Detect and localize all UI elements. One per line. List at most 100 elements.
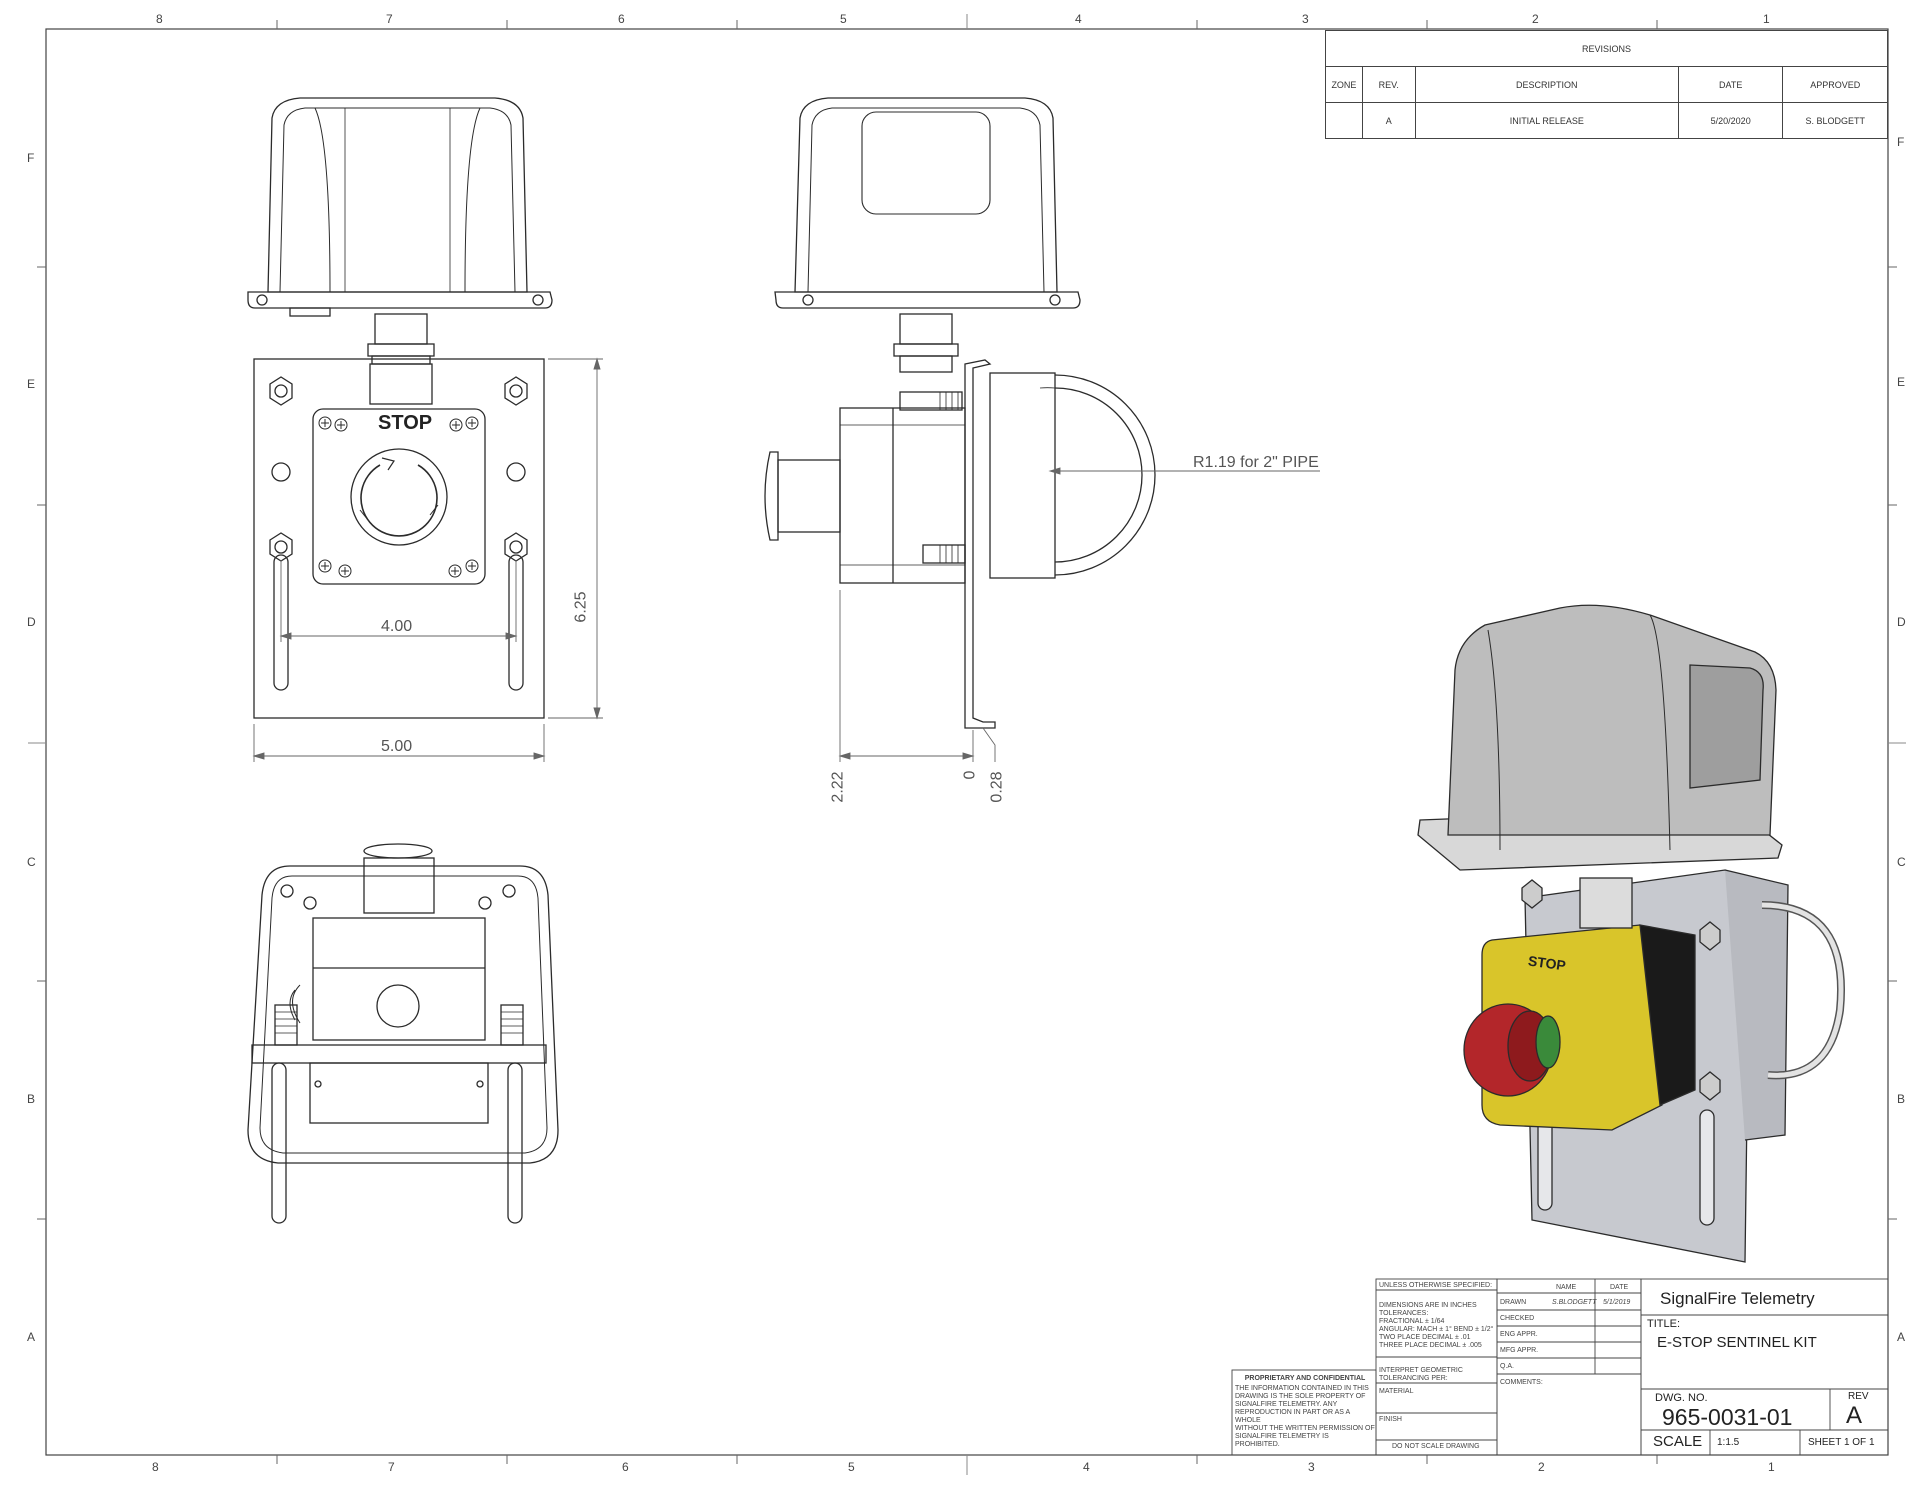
rev-header-description: DESCRIPTION xyxy=(1414,66,1679,103)
tb-rev-label: REV xyxy=(1848,1391,1869,1402)
dim-side-zero: 0 xyxy=(961,770,979,780)
tb-interpret: INTERPRET GEOMETRIC TOLERANCING PER: xyxy=(1379,1367,1463,1383)
tb-company: SignalFire Telemetry xyxy=(1660,1289,1815,1308)
tb-dim-line: TOLERANCES: xyxy=(1379,1310,1429,1317)
tb-scale-label: SCALE xyxy=(1653,1433,1703,1450)
zone-col-bottom-4: 4 xyxy=(1083,1460,1090,1474)
side-view xyxy=(764,97,1320,762)
tb-unless: UNLESS OTHERWISE SPECIFIED: xyxy=(1379,1282,1493,1289)
zone-col-bottom-1: 1 xyxy=(1768,1460,1775,1474)
tb-title: E-STOP SENTINEL KIT xyxy=(1657,1334,1817,1351)
zone-col-top-8: 8 xyxy=(156,12,163,26)
tb-role-checked: CHECKED xyxy=(1500,1315,1535,1322)
tb-role-drawn: DRAWN xyxy=(1500,1299,1527,1306)
tb-proprietary-line: WITHOUT THE WRITTEN PERMISSION OF xyxy=(1235,1425,1375,1432)
zone-col-bottom-8: 8 xyxy=(152,1460,159,1474)
tb-rev: A xyxy=(1846,1402,1863,1429)
tb-proprietary-line: PROHIBITED. xyxy=(1235,1441,1280,1448)
tb-role-qa: Q.A. xyxy=(1500,1363,1515,1370)
rev-header-approved: APPROVED xyxy=(1782,66,1888,103)
tb-dim-line: ANGULAR: MACH ± 1° BEND ± 1/2° xyxy=(1379,1326,1494,1333)
tb-dim-line: FRACTIONAL ± 1/64 xyxy=(1379,1318,1445,1325)
front-stop-label: STOP xyxy=(378,412,433,434)
side-dimensions xyxy=(838,467,1320,762)
dim-side-offset: 0.28 xyxy=(988,771,1006,803)
zone-row-right-C: C xyxy=(1897,855,1906,869)
zone-col-bottom-6: 6 xyxy=(622,1460,629,1474)
front-bracket-plate xyxy=(253,358,545,719)
revisions-table: REVISIONS ZONE REV. DESCRIPTION DATE APP… xyxy=(1325,30,1888,139)
rev-rev: A xyxy=(1361,102,1416,139)
tb-interpret-line: INTERPRET GEOMETRIC xyxy=(1379,1367,1463,1374)
zone-ticks xyxy=(28,14,1906,1475)
tb-drawn-name: S.BLODGETT xyxy=(1552,1299,1597,1306)
tb-proprietary-line: SIGNALFIRE TELEMETRY IS xyxy=(1235,1433,1329,1440)
dim-front-width: 5.00 xyxy=(381,738,413,755)
tb-title-label: TITLE: xyxy=(1647,1318,1681,1330)
dim-front-holes: 4.00 xyxy=(381,618,413,635)
tb-dim-line: TWO PLACE DECIMAL ± .01 xyxy=(1379,1334,1471,1341)
rev-approved: S. BLODGETT xyxy=(1782,102,1888,139)
tb-proprietary-line: THE INFORMATION CONTAINED IN THIS xyxy=(1235,1385,1369,1392)
zone-col-top-7: 7 xyxy=(386,12,393,26)
zone-row-left-C: C xyxy=(27,855,36,869)
zone-col-top-5: 5 xyxy=(840,12,847,26)
front-dimensions xyxy=(252,357,603,762)
bottom-bracket xyxy=(251,1044,547,1064)
zone-row-left-F: F xyxy=(27,151,35,165)
revisions-title: REVISIONS xyxy=(1325,30,1888,67)
zone-col-bottom-5: 5 xyxy=(848,1460,855,1474)
front-stop-box xyxy=(312,408,486,585)
tb-dwg-no: 965-0031-01 xyxy=(1662,1404,1793,1430)
side-bracket xyxy=(964,359,996,729)
zone-col-bottom-7: 7 xyxy=(388,1460,395,1474)
dim-front-height: 6.25 xyxy=(572,591,590,623)
tb-proprietary-line: SIGNALFIRE TELEMETRY. ANY xyxy=(1235,1401,1338,1408)
rev-header-date: DATE xyxy=(1677,66,1784,103)
tb-comments: COMMENTS: xyxy=(1500,1379,1543,1386)
tb-scale: 1:1.5 xyxy=(1717,1437,1740,1448)
bottom-enclosure xyxy=(312,917,486,1041)
front-nuts xyxy=(269,376,528,562)
tb-name-header: NAME xyxy=(1556,1284,1577,1291)
tb-date-header: DATE xyxy=(1610,1284,1629,1291)
zone-row-right-E: E xyxy=(1897,375,1906,389)
zone-col-bottom-2: 2 xyxy=(1538,1460,1545,1474)
revision-row: A INITIAL RELEASE 5/20/2020 S. BLODGETT xyxy=(1325,102,1888,139)
zone-row-left-E: E xyxy=(27,377,36,391)
tb-dwg-no-label: DWG. NO. xyxy=(1655,1392,1708,1404)
tb-interpret-line: TOLERANCING PER: xyxy=(1379,1375,1448,1382)
tb-proprietary: PROPRIETARY AND CONFIDENTIAL THE INFORMA… xyxy=(1235,1375,1375,1449)
tb-material: MATERIAL xyxy=(1379,1388,1414,1395)
bottom-view xyxy=(247,843,559,1224)
front-estop-button xyxy=(350,448,448,546)
tb-role-eng: ENG APPR. xyxy=(1500,1331,1538,1338)
dim-pipe-radius: R1.19 for 2" PIPE xyxy=(1193,454,1319,471)
rev-date: 5/20/2020 xyxy=(1677,102,1784,139)
front-view xyxy=(247,97,603,762)
tb-finish: FINISH xyxy=(1379,1416,1402,1423)
zone-col-top-3: 3 xyxy=(1302,12,1309,26)
tb-do-not-scale: DO NOT SCALE DRAWING xyxy=(1392,1443,1480,1450)
zone-col-top-6: 6 xyxy=(618,12,625,26)
zone-col-top-2: 2 xyxy=(1532,12,1539,26)
zone-row-right-D: D xyxy=(1897,615,1906,629)
isometric-view xyxy=(1417,604,1845,1263)
tb-dim-line: DIMENSIONS ARE IN INCHES xyxy=(1379,1302,1477,1309)
zone-row-left-D: D xyxy=(27,615,36,629)
bottom-dome-outline xyxy=(247,865,559,1164)
title-block-grid xyxy=(1231,1278,1889,1456)
rev-zone xyxy=(1325,102,1363,139)
zone-col-bottom-3: 3 xyxy=(1308,1460,1315,1474)
front-flange xyxy=(247,291,553,309)
tb-proprietary-title: PROPRIETARY AND CONFIDENTIAL xyxy=(1244,1375,1366,1382)
tb-dim-line: THREE PLACE DECIMAL ± .005 xyxy=(1379,1342,1482,1349)
zone-col-top-1: 1 xyxy=(1763,12,1770,26)
zone-row-right-F: F xyxy=(1897,135,1905,149)
rev-header-rev: REV. xyxy=(1361,66,1416,103)
tb-sheet: SHEET 1 OF 1 xyxy=(1808,1437,1875,1448)
zone-row-left-B: B xyxy=(27,1092,36,1106)
tb-proprietary-line: REPRODUCTION IN PART OR AS A WHOLE xyxy=(1235,1409,1350,1424)
rev-header-zone: ZONE xyxy=(1325,66,1363,103)
